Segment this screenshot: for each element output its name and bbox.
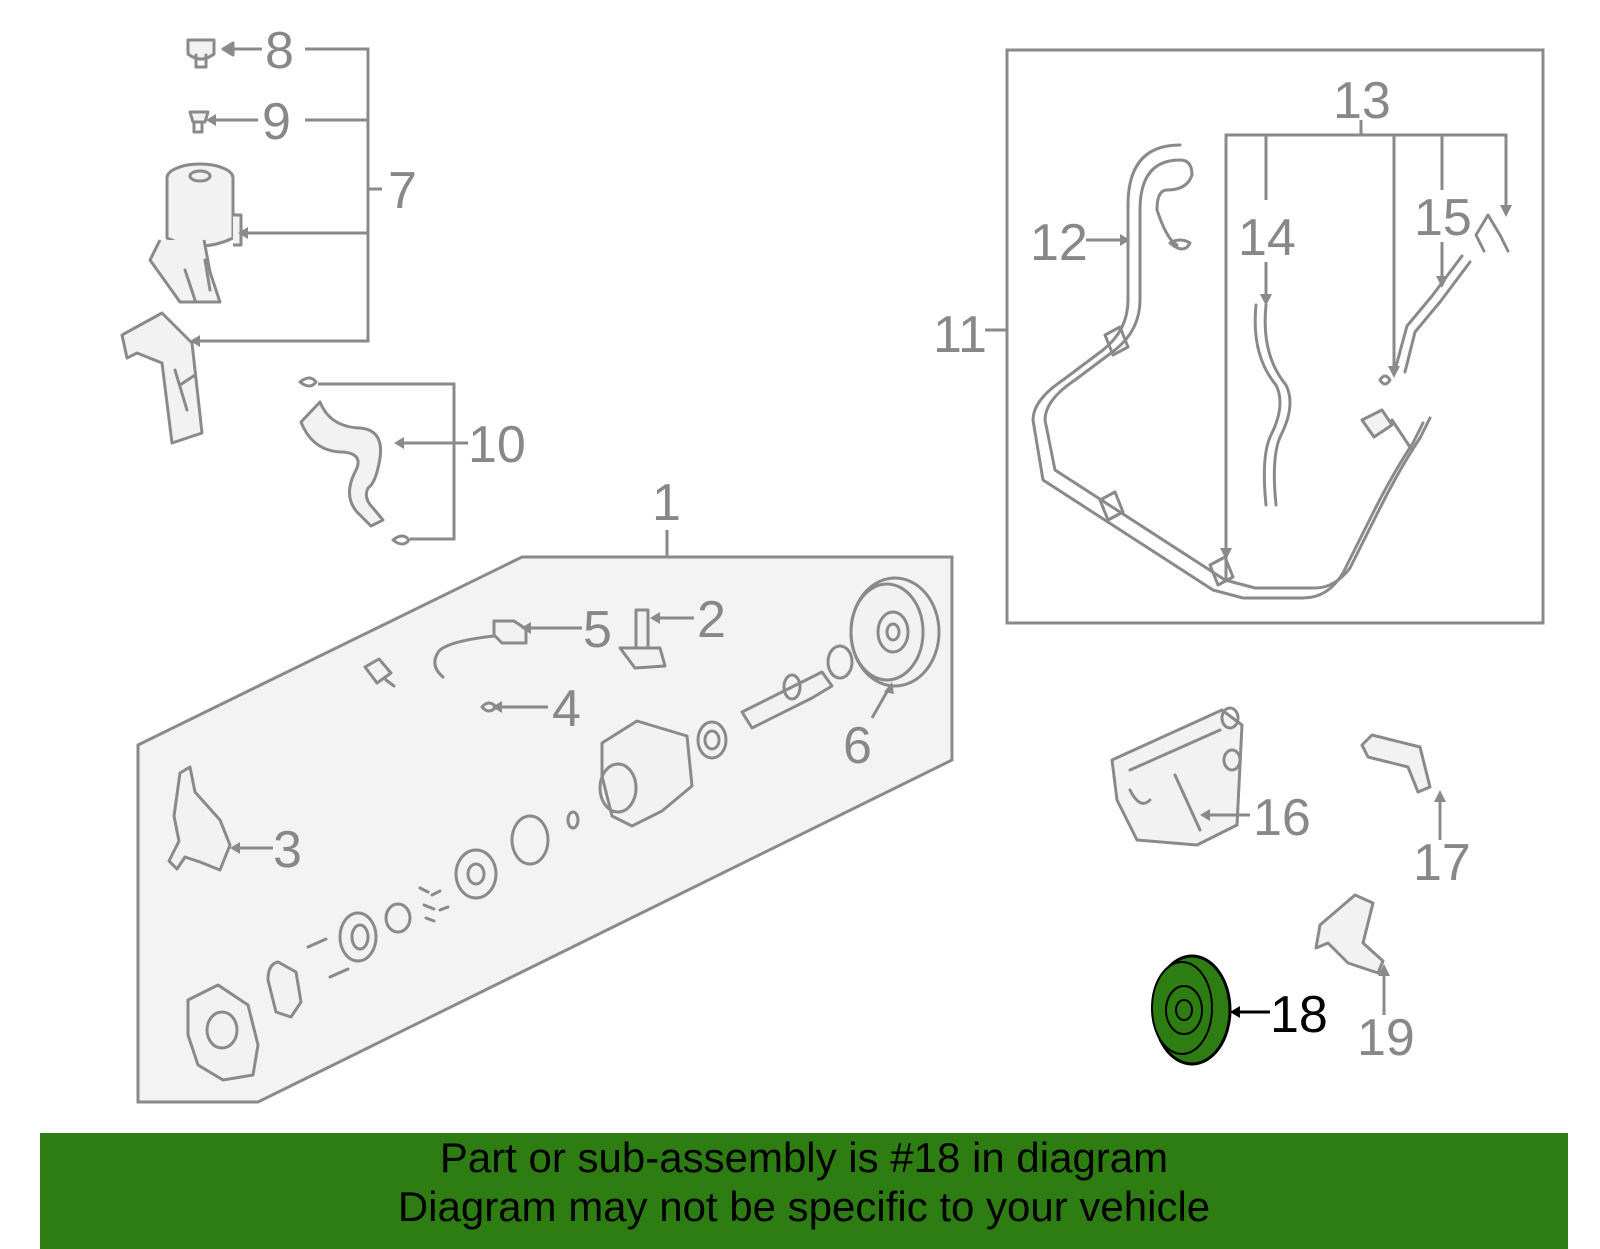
callout-8[interactable]: 8 [265, 22, 294, 80]
callout-10[interactable]: 10 [468, 416, 526, 474]
callout-4[interactable]: 4 [552, 680, 581, 738]
callout-5[interactable]: 5 [583, 601, 612, 659]
hose-10 [298, 376, 411, 546]
bracket-17 [1360, 733, 1432, 794]
callout-19[interactable]: 19 [1357, 1009, 1415, 1067]
callout-3[interactable]: 3 [273, 821, 302, 879]
banner-line-2: Diagram may not be specific to your vehi… [397, 1183, 1211, 1230]
callout-12[interactable]: 12 [1030, 214, 1088, 272]
reservoir-assembly [120, 38, 243, 445]
callout-2[interactable]: 2 [697, 591, 726, 649]
pump-components [167, 576, 941, 1082]
hose-lines [1031, 143, 1510, 600]
callout-6[interactable]: 6 [843, 717, 872, 775]
callout-9[interactable]: 9 [262, 93, 291, 151]
bracket-16 [1110, 706, 1244, 847]
callout-13[interactable]: 13 [1333, 72, 1391, 130]
callout-11[interactable]: 11 [933, 306, 987, 364]
hose-assembly-frame [1005, 48, 1545, 625]
callout-15[interactable]: 15 [1414, 189, 1472, 247]
callout-17[interactable]: 17 [1413, 834, 1471, 892]
banner-line-1: Part or sub-assembly is #18 in diagram [439, 1134, 1169, 1181]
callout-16[interactable]: 16 [1253, 789, 1311, 847]
info-banner: Part or sub-assembly is #18 in diagram D… [40, 1133, 1568, 1249]
callout-14[interactable]: 14 [1238, 209, 1296, 267]
pulley-18-highlighted[interactable] [1151, 954, 1232, 1066]
callout-7[interactable]: 7 [388, 162, 417, 220]
callout-18[interactable]: 18 [1270, 986, 1328, 1044]
callout-1[interactable]: 1 [652, 474, 681, 532]
bracket-19 [1314, 893, 1385, 975]
